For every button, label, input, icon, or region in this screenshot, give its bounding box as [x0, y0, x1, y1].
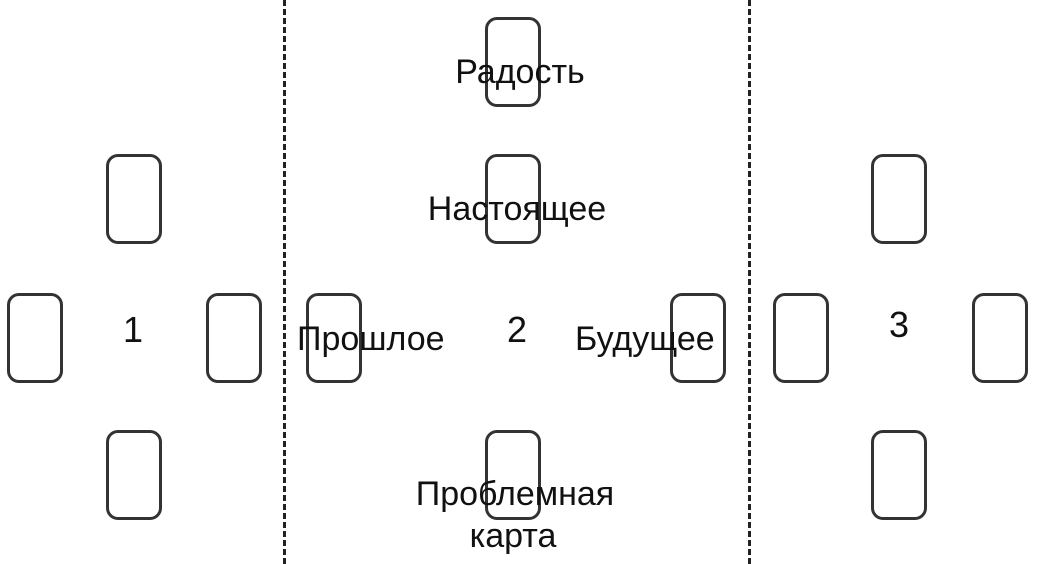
card-section2-upper [485, 154, 541, 244]
label-problem-card-line1: Проблемная [415, 475, 615, 513]
label-future: Будущее [575, 320, 715, 358]
card-section2-left [306, 293, 362, 383]
card-section1-top [106, 154, 162, 244]
card-section1-bottom [106, 430, 162, 520]
divider-right [748, 0, 751, 564]
label-problem-card-line2: карта [469, 517, 557, 555]
card-section3-left [773, 293, 829, 383]
card-section2-top [485, 17, 541, 107]
divider-left [283, 0, 286, 564]
card-section3-top [871, 154, 927, 244]
card-section3-right [972, 293, 1028, 383]
card-section1-left [7, 293, 63, 383]
section-3-number: 3 [888, 304, 910, 345]
label-past: Прошлое [297, 320, 445, 358]
card-section2-bottom [485, 430, 541, 520]
section-2-number: 2 [506, 309, 528, 350]
section-1-number: 1 [122, 309, 144, 350]
card-section1-right [206, 293, 262, 383]
label-joy: Радость [455, 53, 585, 91]
card-section3-bottom [871, 430, 927, 520]
label-present: Настоящее [427, 190, 607, 228]
card-section2-right [670, 293, 726, 383]
